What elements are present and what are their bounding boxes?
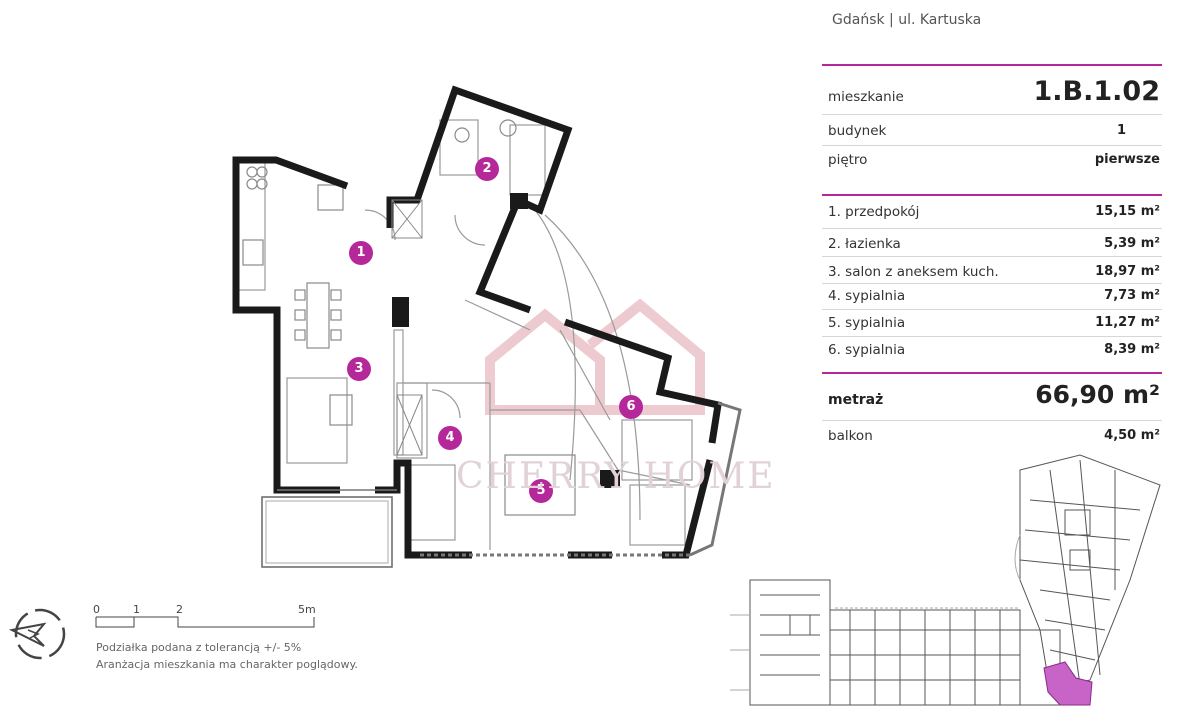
room-badge-2: 2 xyxy=(475,157,499,181)
balcony-value: 4,50 m² xyxy=(1104,428,1160,443)
divider xyxy=(822,114,1162,115)
room-row: 4. sypialnia 7,73 m² xyxy=(828,285,1160,307)
divider xyxy=(822,145,1162,146)
room-label: 1. przedpokój xyxy=(828,204,920,220)
room-row: 1. przedpokój 15,15 m² xyxy=(828,201,1160,223)
room-area: 7,73 m² xyxy=(1104,288,1160,303)
building-site-map xyxy=(730,454,1161,706)
arrangement-note: Aranżacja mieszkania ma charakter pogląd… xyxy=(96,658,358,671)
balcony-label: balkon xyxy=(828,428,873,444)
divider xyxy=(822,256,1162,257)
compass-icon xyxy=(8,608,66,660)
floor-row: piętro pierwsze xyxy=(828,149,1160,171)
room-area: 5,39 m² xyxy=(1104,236,1160,251)
watermark-text: CHERRY HOME xyxy=(456,456,776,497)
column xyxy=(600,470,620,488)
shaft xyxy=(391,199,423,239)
room-label: 2. łazienka xyxy=(828,236,901,252)
scale-tick-1: 1 xyxy=(133,603,140,616)
tolerance-note: Podziałka podana z tolerancją +/- 5% xyxy=(96,641,302,654)
column xyxy=(392,297,409,327)
interior-partitions xyxy=(234,119,693,550)
scale-tick-0: 0 xyxy=(93,603,100,616)
room-label: 3. salon z aneksem kuch. xyxy=(828,264,999,280)
room-row: 6. sypialnia 8,39 m² xyxy=(828,339,1160,361)
apartment-highlight xyxy=(1043,661,1093,706)
column xyxy=(510,193,528,209)
divider xyxy=(822,372,1162,374)
room-area: 8,39 m² xyxy=(1104,342,1160,357)
building-label: budynek xyxy=(828,123,887,139)
floor-plan xyxy=(232,85,742,568)
furniture xyxy=(242,119,576,516)
room-badge-6: 6 xyxy=(619,395,643,419)
room-row: 5. sypialnia 11,27 m² xyxy=(828,312,1160,334)
apartment-label: mieszkanie xyxy=(828,89,904,105)
room-row: 3. salon z aneksem kuch. 18,97 m² xyxy=(828,261,1160,283)
room-badge-4: 4 xyxy=(438,426,462,450)
scale-bar xyxy=(95,616,315,628)
divider xyxy=(822,64,1162,66)
room-area: 15,15 m² xyxy=(1095,204,1160,219)
total-area-label: metraż xyxy=(828,392,884,408)
divider xyxy=(822,420,1162,421)
room-badge-5: 5 xyxy=(529,479,553,503)
room-label: 6. sypialnia xyxy=(828,342,906,358)
floor-label: piętro xyxy=(828,152,868,168)
scale-tick-5m: 5m xyxy=(298,603,316,616)
location: Gdańsk | ul. Kartuska xyxy=(832,12,982,28)
apartment-id: 1.B.1.02 xyxy=(1033,76,1161,107)
divider xyxy=(822,228,1162,229)
divider xyxy=(822,194,1162,196)
building-row: budynek 1 xyxy=(828,120,1160,142)
divider xyxy=(822,309,1162,310)
room-label: 4. sypialnia xyxy=(828,288,906,304)
floor-value: pierwsze xyxy=(1094,152,1160,167)
balcony-row: balkon 4,50 m² xyxy=(828,425,1160,447)
room-badge-3: 3 xyxy=(347,357,371,381)
room-area: 18,97 m² xyxy=(1095,264,1160,279)
total-area-value: 66,90 m² xyxy=(1035,380,1160,409)
room-badge-1: 1 xyxy=(349,241,373,265)
scale-tick-2: 2 xyxy=(176,603,183,616)
divider xyxy=(822,336,1162,337)
room-row: 2. łazienka 5,39 m² xyxy=(828,233,1160,255)
divider xyxy=(822,283,1162,284)
room-area: 11,27 m² xyxy=(1095,315,1160,330)
balcony xyxy=(261,496,393,568)
building-value: 1 xyxy=(1116,123,1126,138)
room-label: 5. sypialnia xyxy=(828,315,906,331)
hatched-walls xyxy=(277,401,742,557)
apartment-row: mieszkanie xyxy=(828,86,1160,108)
